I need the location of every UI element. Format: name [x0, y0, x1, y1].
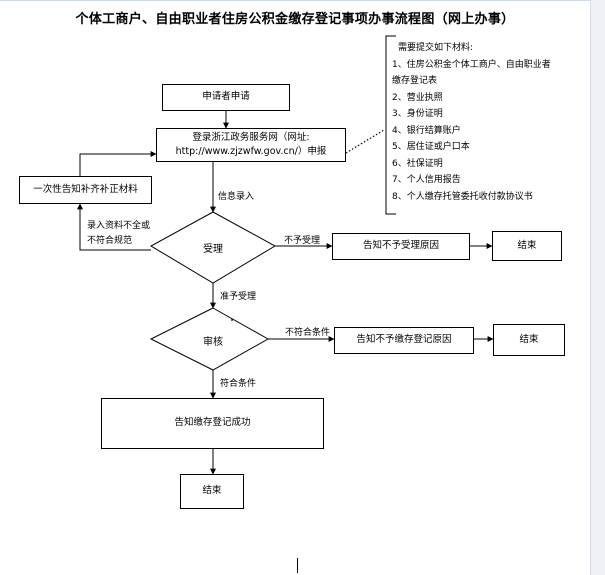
success-label: 告知缴存登记成功: [174, 417, 251, 429]
end2-box: 结束: [493, 324, 565, 356]
reject-reason-label: 告知不予受理原因: [362, 240, 439, 252]
reject-reason-box: 告知不予受理原因: [332, 233, 470, 260]
applicant-box: 申请者申请: [162, 84, 290, 111]
login-label-line2: http://www.zjzwfw.gov.cn/）申报: [175, 146, 327, 157]
materials-item: 5、居住证或户口本: [392, 142, 470, 152]
review-label: 审核: [203, 337, 223, 348]
login-label-line1: 登录浙江政务服务网（网址:: [192, 131, 310, 143]
materials-heading: 需要提交如下材料:: [398, 43, 474, 53]
edge-label-accepted: 准予受理: [220, 292, 257, 302]
edge-label-qualified: 符合条件: [220, 379, 257, 389]
page-title: 个体工商户、自由职业者住房公积金缴存登记事项办事流程图（网上办事）: [75, 12, 515, 27]
materials-item: 1、住房公积金个体工商户、自由职业者: [392, 59, 551, 70]
edge-label-info-entry: 信息录入: [218, 192, 255, 202]
login-box: 登录浙江政务服务网（网址: http://www.zjzwfw.gov.cn/）…: [156, 128, 346, 162]
materials-item: 4、银行结算账户: [392, 125, 461, 136]
end1-label: 结束: [517, 239, 537, 251]
end1-box: 结束: [492, 231, 562, 261]
success-box: 告知缴存登记成功: [101, 398, 324, 449]
materials-item: 3、身份证明: [392, 109, 443, 119]
materials-bracket: [385, 35, 396, 215]
applicant-label: 申请者申请: [202, 91, 250, 103]
materials-item: 6、社保证明: [392, 158, 443, 169]
end2-label: 结束: [519, 333, 539, 345]
edge-label-not-accepted: 不予受理: [284, 236, 321, 246]
materials-list: 需要提交如下材料: 1、住房公积金个体工商户、自由职业者 缴存登记表 2、营业执…: [392, 40, 592, 205]
accept-label: 受理: [203, 244, 223, 255]
scrollbar[interactable]: [590, 0, 605, 575]
edge-label-not-qualified: 不符合条件: [285, 328, 331, 338]
materials-leader: [345, 129, 385, 154]
end3-label: 结束: [202, 485, 222, 497]
review-diamond: [149, 307, 270, 371]
materials-item: 7、个人信用报告: [392, 175, 461, 185]
end3-box: 结束: [180, 474, 244, 509]
edge-label-incomplete-1: 录入资料不全或: [87, 221, 151, 231]
materials-item: 8、个人缴存托管委托收付款协议书: [392, 191, 533, 202]
materials-item: 缴存登记表: [392, 76, 438, 86]
text-cursor: [297, 558, 298, 573]
accept-diamond: [149, 211, 277, 284]
top-border: [0, 0, 605, 1]
supplement-box: 一次性告知补齐补正材料: [19, 176, 152, 204]
materials-item: 2、营业执照: [392, 92, 443, 103]
notqualified-reason-label: 告知不予缴存登记原因: [356, 334, 452, 346]
edge-label-incomplete-2: 不符合规范: [87, 236, 133, 246]
notqualified-reason-box: 告知不予缴存登记原因: [334, 327, 474, 354]
supplement-label: 一次性告知补齐补正材料: [33, 183, 138, 195]
edge-supplement-to-login: [79, 151, 157, 176]
edge-accept-to-supplement: [77, 203, 151, 251]
